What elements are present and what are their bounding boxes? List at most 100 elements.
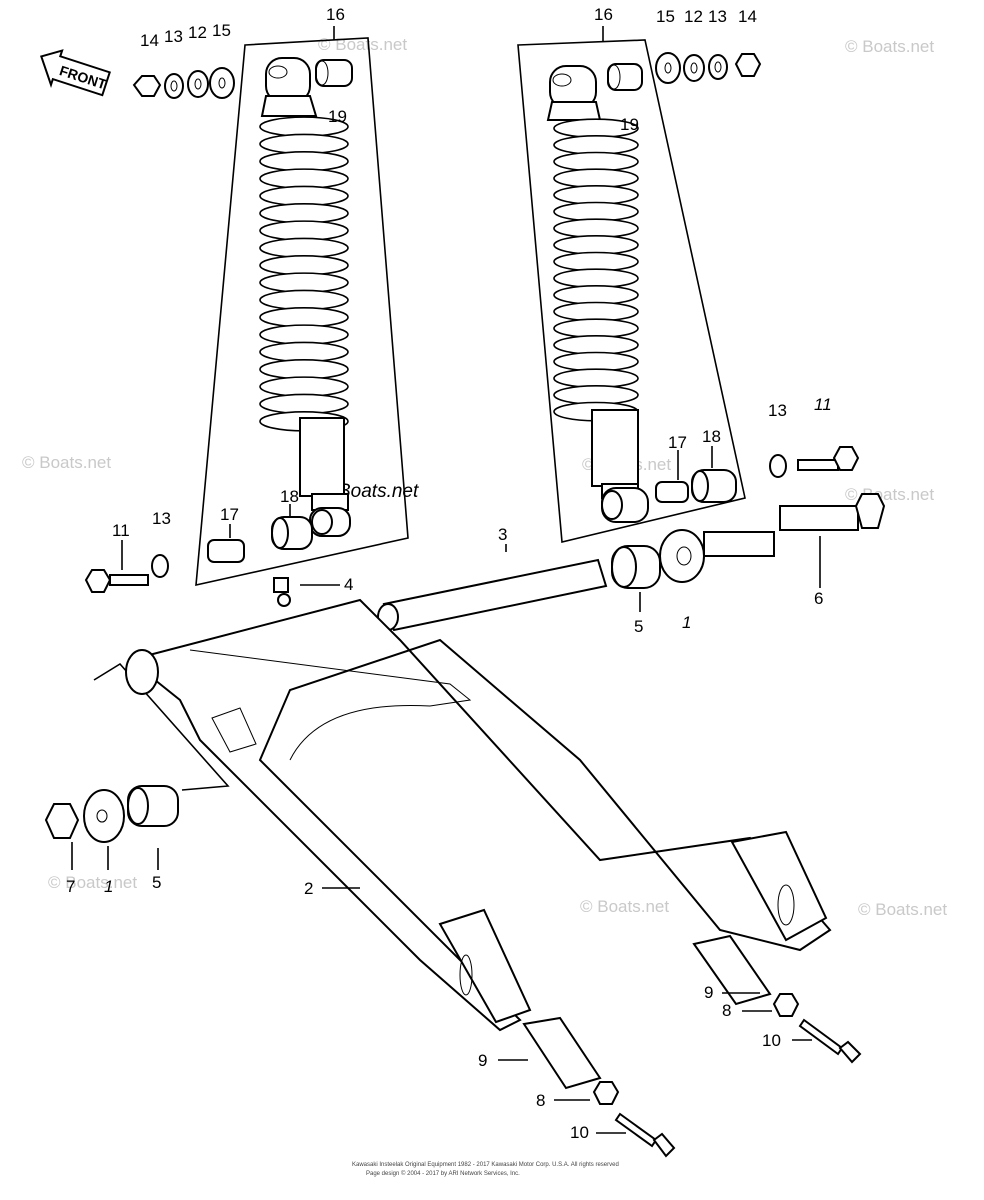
grease-nipple-4 — [273, 577, 291, 607]
callout-18-left: 18 — [280, 487, 299, 506]
callout-3: 3 — [498, 525, 507, 544]
right-bolt-11 — [797, 446, 860, 471]
left-bolt-11 — [84, 569, 149, 593]
callout-15-left: 15 — [212, 21, 231, 40]
spring-coil — [553, 201, 639, 222]
callout-12-left: 12 — [188, 23, 207, 42]
spring-coil — [259, 185, 349, 207]
spring-coil — [259, 272, 349, 293]
callout-9-left: 9 — [478, 1051, 487, 1070]
left-seal-1 — [83, 789, 125, 843]
spring-coil — [259, 376, 349, 397]
left-top-hardware — [132, 67, 235, 99]
spring-coil — [259, 220, 349, 241]
callout-13-bolt-right: 13 — [768, 401, 787, 420]
callout-5-right: 5 — [634, 617, 643, 636]
callout-17-right: 17 — [668, 433, 687, 452]
callout-19-left: 19 — [328, 107, 347, 126]
right-bushing-18 — [691, 469, 737, 503]
left-bolt-10 — [614, 1112, 676, 1158]
callout-8-left: 8 — [536, 1091, 545, 1110]
left-bushing-5 — [127, 785, 179, 827]
spring-coil — [553, 385, 639, 405]
callout-4: 4 — [344, 575, 353, 594]
spring-coil — [553, 335, 639, 355]
spring-coil — [259, 307, 349, 328]
spring-coil — [259, 133, 349, 155]
leader-lines — [71, 26, 821, 1134]
left-shock-frame — [195, 37, 409, 587]
spring-coil — [553, 185, 639, 205]
left-shock-absorber — [259, 57, 351, 537]
spring-coil — [553, 301, 639, 322]
left-adjuster-9 — [522, 1016, 602, 1090]
watermark-mid-left: © Boats.net — [22, 453, 111, 472]
spring-coil — [259, 150, 349, 172]
callout-8-right: 8 — [722, 1001, 731, 1020]
callout-19-right: 19 — [620, 115, 639, 134]
spring-coil — [259, 289, 349, 311]
callout-1-left: 1 — [104, 877, 113, 896]
spring-coil — [553, 368, 639, 389]
right-bushing-17 — [655, 481, 689, 503]
spring-coil — [553, 318, 639, 339]
left-bushing-18 — [271, 516, 313, 550]
spring-coil — [259, 359, 349, 380]
pivot-shaft-6 — [703, 493, 886, 557]
spring-coil — [553, 168, 639, 189]
watermark-bottom-center: © Boats.net — [580, 897, 669, 916]
spring-coil — [259, 324, 349, 345]
left-nut-8 — [592, 1081, 620, 1105]
callout-11-left: 11 — [112, 521, 130, 540]
spring-coil — [553, 251, 639, 272]
callout-10-left: 10 — [570, 1123, 589, 1142]
right-bolt-10 — [798, 1018, 862, 1064]
callout-5-left: 5 — [152, 873, 161, 892]
callout-16-left: 16 — [326, 5, 345, 24]
watermark-bottom-left: © Boats.net — [48, 873, 137, 892]
callout-6: 6 — [814, 589, 823, 608]
callout-14-left: 14 — [140, 31, 159, 50]
callout-2: 2 — [304, 879, 313, 898]
spring-coil — [259, 393, 349, 415]
right-top-hardware — [655, 52, 762, 84]
watermark-overlay: Boats.net — [338, 481, 419, 502]
left-washer-13 — [151, 554, 169, 578]
callout-14-right: 14 — [738, 7, 757, 26]
spring-coil — [553, 351, 639, 372]
front-arrow-icon: FRONT — [40, 49, 111, 97]
spring-coil — [553, 285, 639, 305]
callout-10-right: 10 — [762, 1031, 781, 1050]
swingarm-2 — [125, 598, 832, 1032]
callout-17-left: 17 — [220, 505, 239, 524]
spring-coil — [259, 202, 349, 224]
left-collar-19 — [315, 59, 353, 87]
spring-coil — [259, 237, 349, 259]
right-adjuster-9 — [692, 934, 772, 1006]
right-seal-1 — [659, 529, 705, 583]
watermark-top-right: © Boats.net — [845, 37, 934, 56]
spring-coil — [553, 218, 639, 239]
callout-1-right: 1 — [682, 613, 691, 632]
left-bushing-17 — [207, 539, 245, 563]
pivot-tube-3 — [377, 558, 608, 632]
right-nut-8 — [772, 993, 800, 1017]
callout-15-right: 15 — [656, 7, 675, 26]
callout-13-bolt-left: 13 — [152, 509, 171, 528]
left-nut-7 — [44, 803, 80, 839]
callout-13-left: 13 — [164, 27, 183, 46]
spring-coil — [553, 135, 639, 155]
callout-16-right: 16 — [594, 5, 613, 24]
spring-coil — [553, 235, 639, 255]
spring-coil — [259, 255, 349, 276]
spring-coil — [553, 268, 639, 289]
callout-9-right: 9 — [704, 983, 713, 1002]
callout-12-right: 12 — [684, 7, 703, 26]
callout-11-right: 11 — [814, 395, 832, 414]
spring-coil — [259, 168, 349, 189]
right-collar-19 — [607, 63, 643, 91]
copyright-line-1: Kawasaki Insteelak Original Equipment 19… — [352, 1162, 619, 1168]
spring-coil — [259, 341, 349, 363]
right-shock-absorber — [546, 65, 649, 523]
